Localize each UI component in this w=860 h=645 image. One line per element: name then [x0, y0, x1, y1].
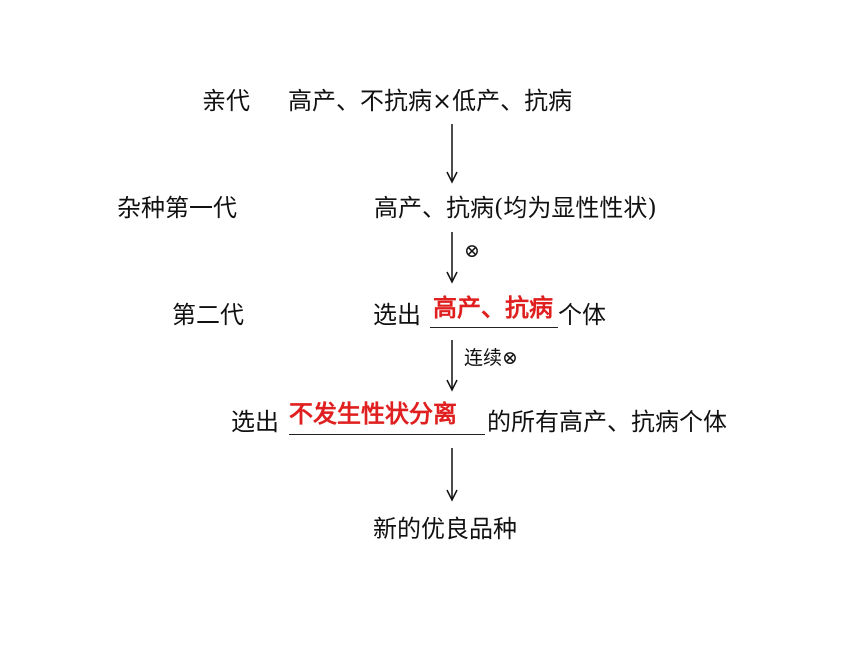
parent-label: 亲代 [202, 87, 250, 115]
arrow-down-2 [446, 232, 458, 284]
f1-label: 杂种第一代 [117, 194, 237, 222]
continuous-selfing-label: 连续⊗ [464, 347, 518, 369]
result-content: 新的优良品种 [373, 515, 517, 543]
arrow-down-3 [446, 340, 458, 392]
f2-prefix: 选出 [373, 301, 421, 329]
parent-content: 高产、不抗病×低产、抗病 [288, 87, 573, 115]
select-suffix: 的所有高产、抗病个体 [487, 408, 727, 436]
f2-answer-underline [430, 327, 558, 328]
f2-label: 第二代 [172, 301, 244, 329]
arrow-down-4 [446, 448, 458, 502]
f1-content: 高产、抗病(均为显性性状) [374, 194, 657, 222]
select-answer: 不发生性状分离 [289, 400, 457, 428]
f2-answer: 高产、抗病 [433, 294, 553, 322]
select-prefix: 选出 [231, 408, 279, 436]
select-answer-underline [289, 434, 485, 435]
f2-suffix: 个体 [558, 301, 606, 329]
selfing-symbol: ⊗ [464, 240, 480, 262]
arrow-down-1 [446, 124, 458, 184]
